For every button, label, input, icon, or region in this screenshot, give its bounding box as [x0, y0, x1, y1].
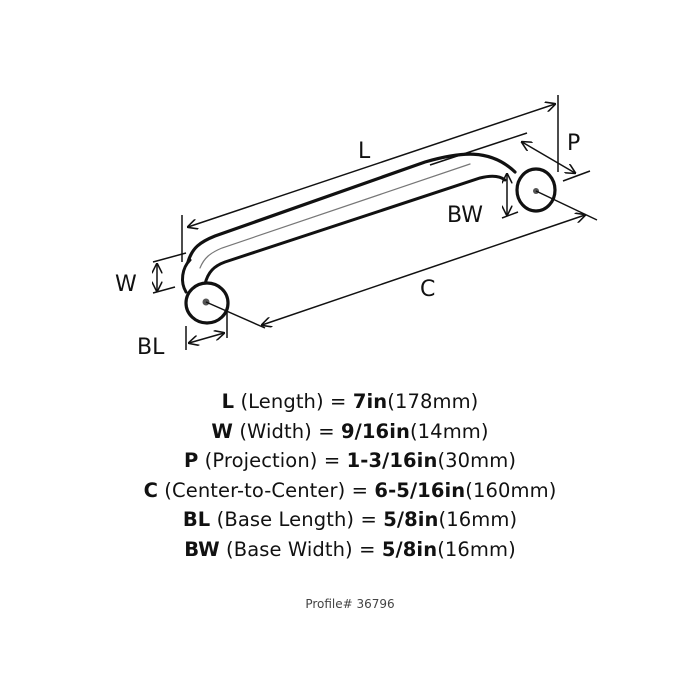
spec-length: L (Length) = 7in(178mm) — [0, 387, 700, 417]
spec-eq: = — [318, 419, 335, 443]
spec-imperial: 5/8in — [381, 537, 438, 561]
spec-imperial: 9/16in — [340, 419, 410, 443]
spec-abbr: BW — [184, 537, 220, 561]
spec-desc: (Center-to-Center) — [164, 478, 346, 502]
spec-abbr: C — [143, 478, 158, 502]
spec-metric: (178mm) — [387, 390, 479, 413]
label-BW: BW — [447, 203, 483, 228]
spec-abbr: W — [211, 419, 233, 443]
spec-imperial: 5/8in — [383, 508, 439, 531]
spec-desc: (Width) — [239, 419, 312, 443]
spec-base-width: BW (Base Width) = 5/8in(16mm) — [0, 535, 700, 565]
dimension-projection — [522, 142, 591, 182]
dimension-center-to-center — [205, 190, 598, 329]
spec-imperial: 1-3/16in — [346, 449, 438, 472]
spec-metric: (160mm) — [465, 478, 557, 502]
label-P: P — [567, 131, 580, 156]
spec-desc: (Length) — [240, 390, 324, 413]
spec-metric: (14mm) — [409, 419, 489, 443]
spec-eq: = — [359, 537, 376, 561]
spec-metric: (16mm) — [438, 508, 518, 531]
spec-desc: (Base Width) — [226, 537, 353, 561]
dimension-base-length — [185, 312, 228, 350]
spec-metric: (16mm) — [437, 537, 516, 561]
profile-number: Profile# 36796 — [305, 597, 395, 611]
spec-abbr: L — [221, 390, 235, 413]
spec-eq: = — [360, 508, 377, 531]
right-base — [515, 167, 557, 213]
specifications-list: L (Length) = 7in(178mm) W (Width) = 9/16… — [0, 387, 700, 564]
spec-metric: (30mm) — [437, 449, 517, 472]
spec-desc: (Projection) — [204, 449, 318, 472]
spec-base-length: BL (Base Length) = 5/8in(16mm) — [0, 505, 700, 535]
pull-handle-diagram: L P BW C W — [115, 95, 598, 360]
spec-imperial: 6-5/16in — [374, 478, 466, 502]
label-BL: BL — [137, 335, 165, 360]
label-L: L — [358, 139, 371, 164]
spec-abbr: BL — [182, 508, 211, 531]
dimension-length — [181, 95, 559, 262]
spec-center-to-center: C (Center-to-Center) = 6-5/16in(160mm) — [0, 476, 700, 506]
spec-width: W (Width) = 9/16in(14mm) — [0, 417, 700, 447]
spec-abbr: P — [183, 449, 199, 472]
spec-imperial: 7in — [352, 390, 388, 413]
label-C: C — [420, 277, 435, 302]
label-W: W — [115, 272, 137, 297]
spec-projection: P (Projection) = 1-3/16in(30mm) — [0, 446, 700, 476]
spec-eq: = — [323, 449, 341, 472]
dimension-width — [153, 252, 187, 294]
spec-desc: (Base Length) — [216, 508, 355, 531]
spec-eq: = — [351, 478, 369, 502]
spec-eq: = — [330, 390, 347, 413]
